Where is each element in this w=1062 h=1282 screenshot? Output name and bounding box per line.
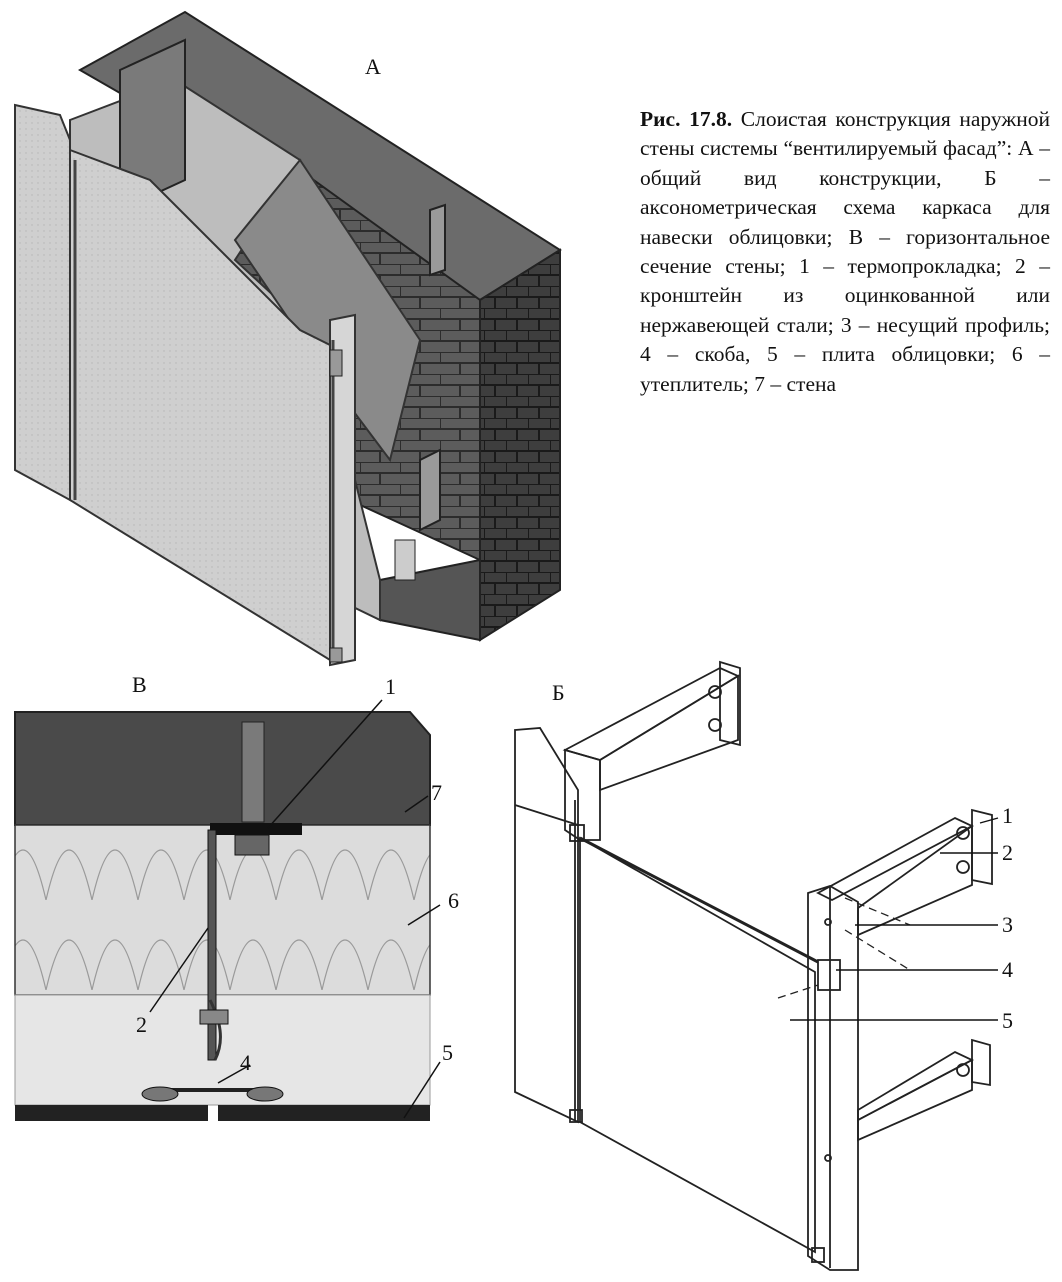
axon-label-3: 3	[1002, 912, 1013, 937]
section-label-1: 1	[385, 674, 396, 699]
axon-label-5: 5	[1002, 1008, 1013, 1033]
facing-plate-right	[218, 1105, 430, 1121]
caption-text: Слоистая конструкция наружной стены сист…	[640, 107, 1050, 396]
section-label-6: 6	[448, 888, 459, 913]
section-label-4: 4	[240, 1050, 251, 1075]
facing-plate-left	[15, 1105, 208, 1121]
axon-label-2: 2	[1002, 840, 1013, 865]
section-label-2: 2	[136, 1012, 147, 1037]
figure-caption: Рис. 17.8. Слоистая конструкция наружной…	[640, 105, 1050, 399]
section-label-5: 5	[442, 1040, 453, 1065]
bracket-nut	[234, 834, 270, 856]
section-label-7: 7	[431, 780, 442, 805]
panel-label-v: В	[132, 672, 147, 697]
panel-label-b: Б	[552, 680, 565, 705]
bracket	[207, 829, 217, 1061]
anchor-bolt	[241, 721, 265, 823]
caption-title: Рис. 17.8.	[640, 107, 733, 131]
axon-label-4: 4	[1002, 957, 1013, 982]
axon-label-1: 1	[1002, 803, 1013, 828]
thermal-pad	[210, 823, 302, 835]
insulation-layer	[14, 824, 431, 996]
panel-label-a: А	[365, 54, 381, 79]
wall-layer	[14, 711, 431, 826]
